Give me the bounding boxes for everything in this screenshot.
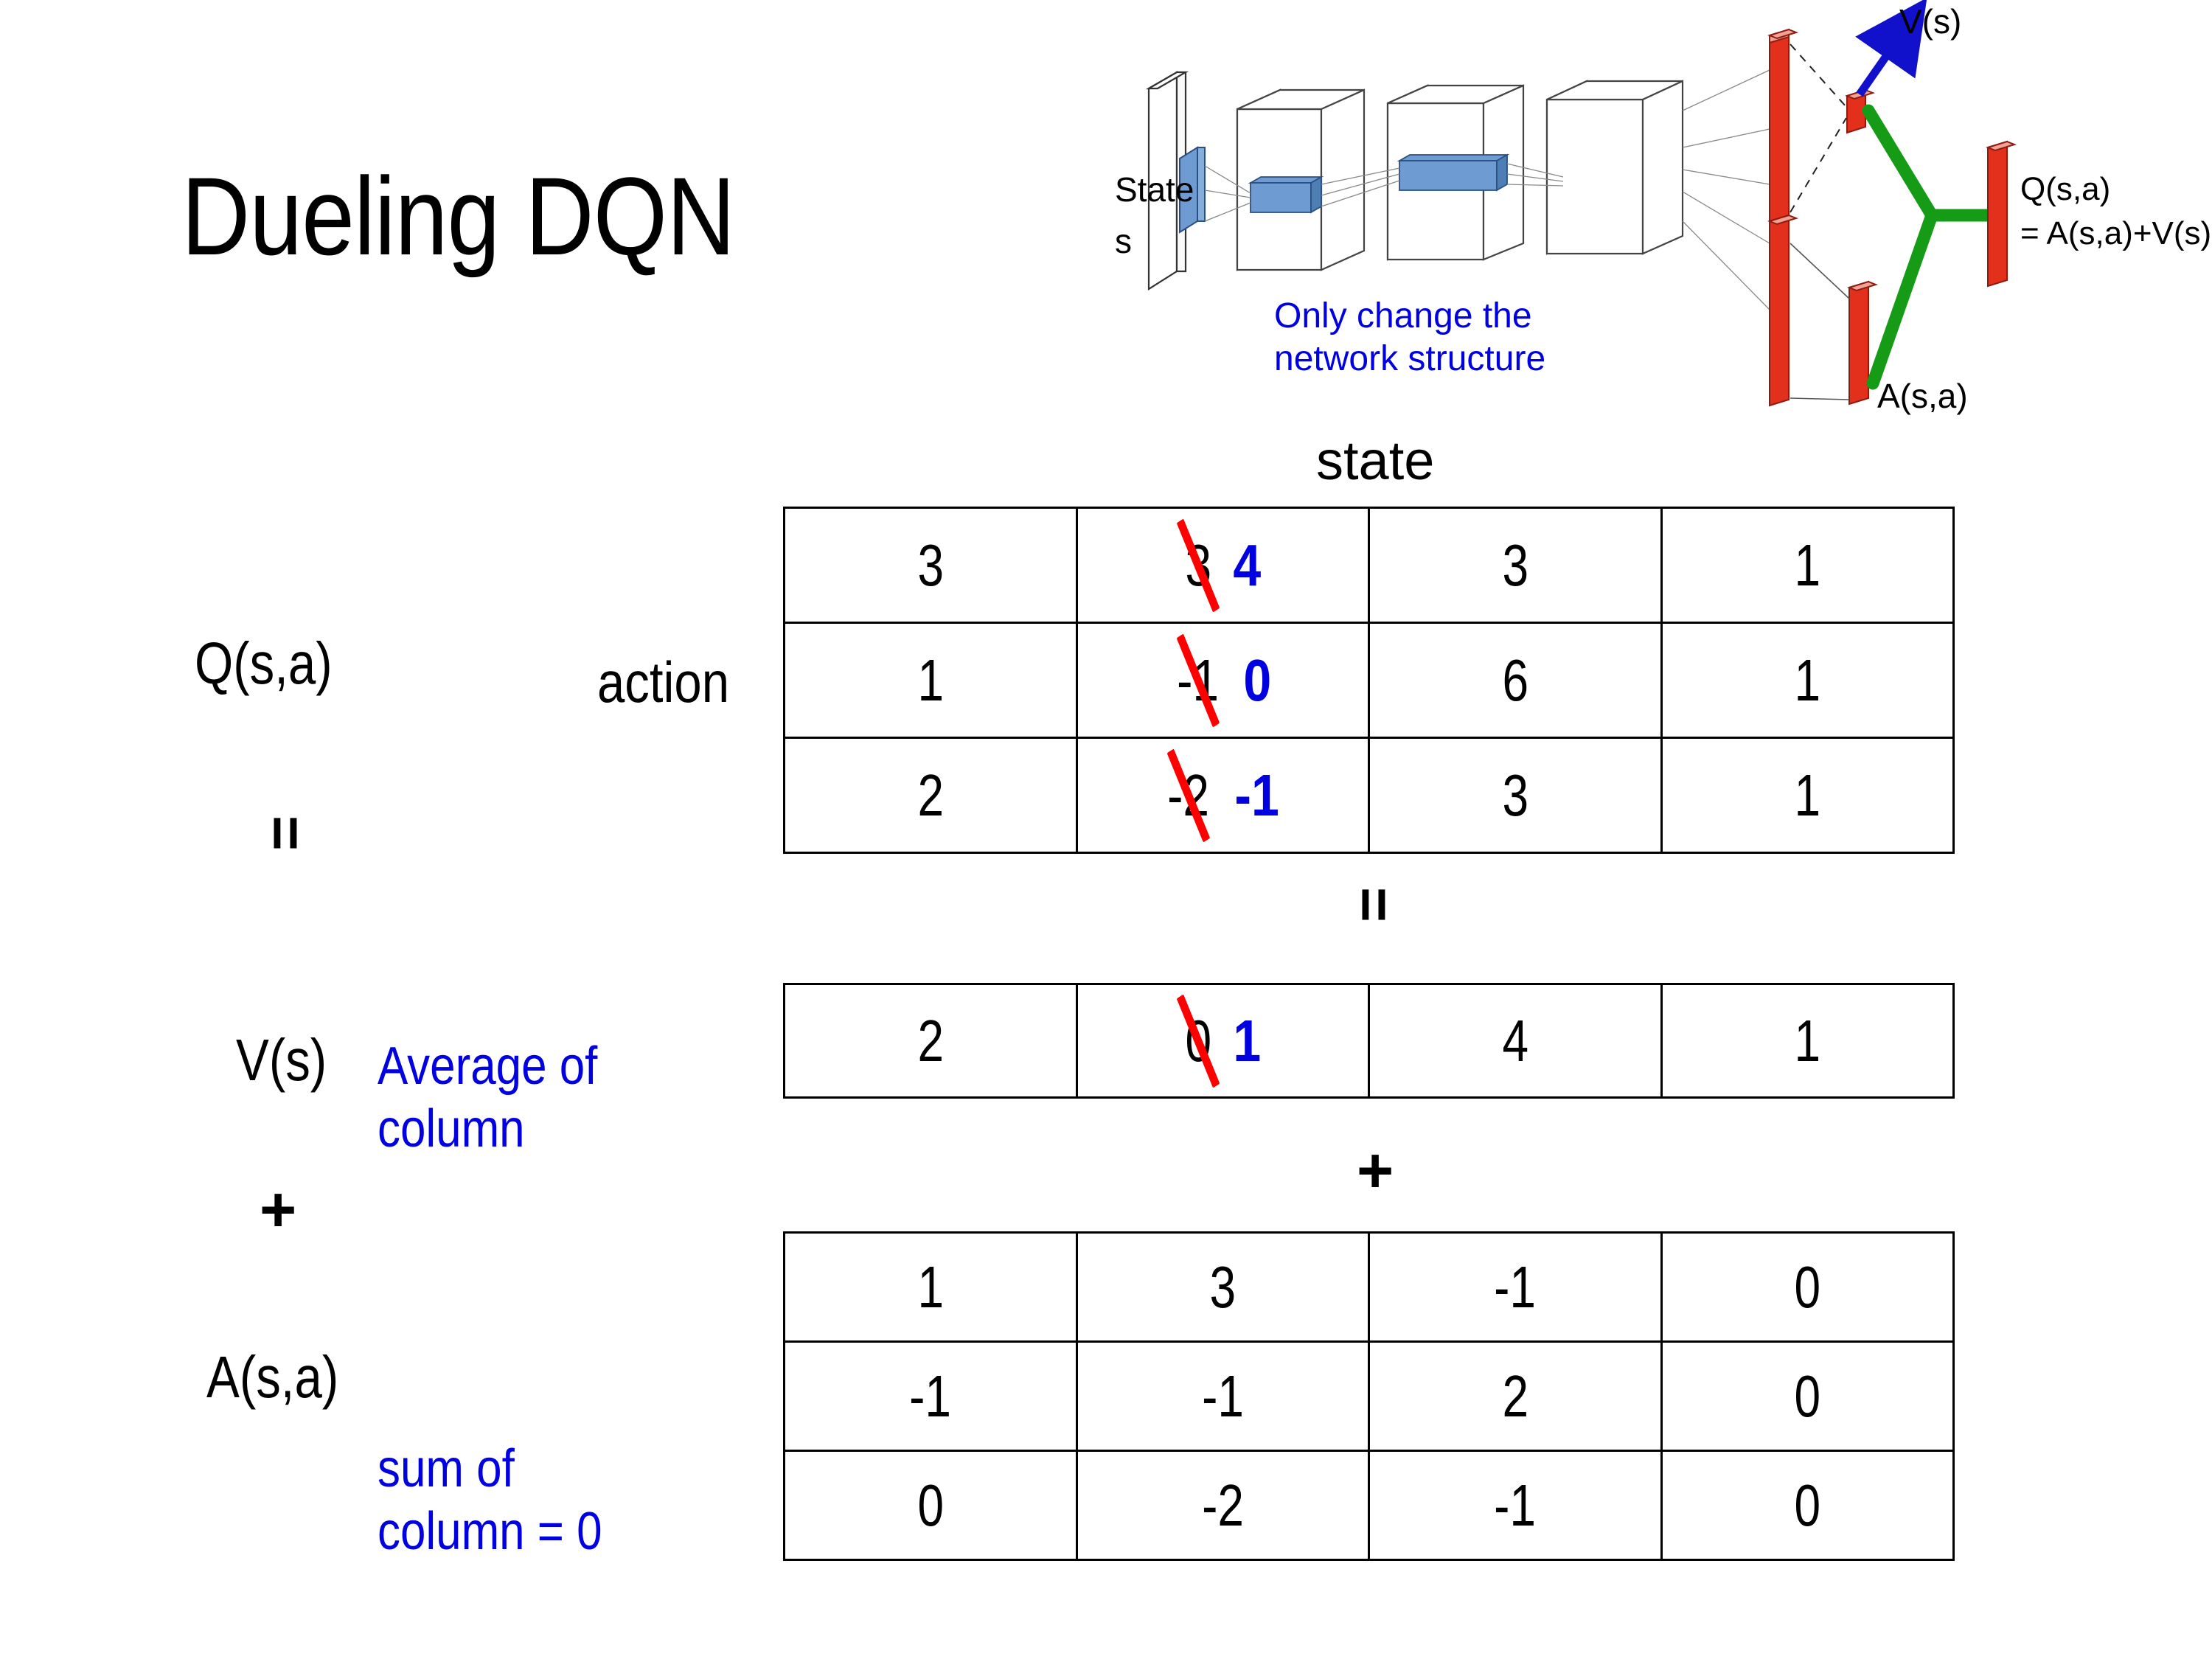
table-row: 0 -2 -1 0 xyxy=(783,1450,1955,1561)
table-cell-corrected: -2 -1 xyxy=(1075,737,1370,854)
cell-value: 0 xyxy=(1794,1472,1821,1538)
cell-value: -1 xyxy=(909,1363,952,1429)
label-a-function: A(s,a) xyxy=(206,1344,339,1410)
table-cell-corrected: 34 xyxy=(1075,507,1370,624)
table-cell: -1 xyxy=(1368,1450,1663,1561)
table-cell: 1 xyxy=(783,1231,1078,1343)
cell-value: 3 xyxy=(1209,1253,1237,1320)
cell-value: -1 xyxy=(1494,1472,1537,1538)
table-cell: 0 xyxy=(1660,1340,1955,1452)
cell-value: -2 xyxy=(1201,1472,1244,1538)
table-cell: 0 xyxy=(1660,1450,1955,1561)
cell-value: 2 xyxy=(917,762,944,828)
struck-value: -1 xyxy=(1176,633,1220,728)
cell-value: 1 xyxy=(1794,762,1821,828)
advantage-table: 1 3 -1 0 -1 -1 2 0 0 -2 -1 0 xyxy=(783,1231,1955,1561)
table-cell: 1 xyxy=(1660,983,1955,1099)
strikethrough-mark xyxy=(1176,518,1220,613)
label-q-function: Q(s,a) xyxy=(195,630,333,696)
table-row: 1 3 -1 0 xyxy=(783,1231,1955,1343)
table-cell: 0 xyxy=(783,1450,1078,1561)
diagram-value-head-label: V(s) xyxy=(1899,2,1962,41)
cell-value: 0 xyxy=(1794,1363,1821,1429)
cell-value: 3 xyxy=(1501,762,1528,828)
table-cell: 0 xyxy=(1660,1231,1955,1343)
dueling-network-diagram: State s Only change the network structur… xyxy=(1106,0,2212,415)
cell-value: 1 xyxy=(1794,1007,1821,1074)
diagram-advantage-head-label: A(s,a) xyxy=(1877,377,1968,415)
note-sum-of-column: sum of column = 0 xyxy=(378,1439,602,1561)
cell-value: 3 xyxy=(917,532,944,598)
struck-value: 3 xyxy=(1176,518,1220,613)
strikethrough-mark xyxy=(1166,748,1211,843)
cell-value: 1 xyxy=(917,647,944,713)
table-cell: 3 xyxy=(1368,737,1663,854)
strikethrough-mark xyxy=(1176,993,1220,1088)
corrected-value: 0 xyxy=(1242,647,1271,713)
strikethrough-mark xyxy=(1176,633,1220,728)
table-cell: 1 xyxy=(1660,507,1955,624)
equals-operator-left: = xyxy=(252,815,319,851)
diagram-output-label-q: Q(s,a) xyxy=(2020,171,2111,207)
table-row: 1 -1 0 6 1 xyxy=(783,622,1955,739)
cell-value: 0 xyxy=(1794,1253,1821,1320)
table-row: 20141 xyxy=(783,983,1955,1099)
table-row: 33431 xyxy=(783,507,1955,624)
table-cell: -1 xyxy=(1075,1340,1370,1452)
equals-operator-middle: = xyxy=(1340,887,1408,922)
cell-value: -1 xyxy=(1201,1363,1244,1429)
diagram-output-label-sum: = A(s,a)+V(s) xyxy=(2020,215,2212,251)
cell-value: 3 xyxy=(1501,532,1528,598)
axis-label-state: state xyxy=(1316,430,1435,491)
table-cell: 1 xyxy=(783,622,1078,739)
table-row: -1 -1 2 0 xyxy=(783,1340,1955,1452)
cell-value: 4 xyxy=(1501,1007,1528,1074)
table-cell: 1 xyxy=(1660,737,1955,854)
table-cell: 2 xyxy=(1368,1340,1663,1452)
table-cell: 3 xyxy=(1075,1231,1370,1343)
cell-value: 2 xyxy=(917,1007,944,1074)
diagram-input-label-s: s xyxy=(1115,222,1132,260)
table-cell: 3 xyxy=(1368,507,1663,624)
table-cell: -1 xyxy=(1368,1231,1663,1343)
cell-value: 6 xyxy=(1501,647,1528,713)
plus-operator-left: + xyxy=(260,1175,297,1245)
table-cell: 1 xyxy=(1660,622,1955,739)
axis-label-action: action xyxy=(597,650,730,714)
cell-value: 1 xyxy=(1794,647,1821,713)
table-cell: 2 xyxy=(783,737,1078,854)
label-v-function: V(s) xyxy=(236,1027,327,1093)
table-cell: 2 xyxy=(783,983,1078,1099)
corrected-value: 1 xyxy=(1233,1007,1262,1074)
table-cell-corrected: 01 xyxy=(1075,983,1370,1099)
corrected-value: 4 xyxy=(1233,532,1262,598)
struck-value: -2 xyxy=(1166,748,1211,843)
diagram-input-label-state: State xyxy=(1115,170,1194,209)
table-cell: 4 xyxy=(1368,983,1663,1099)
cell-value: 2 xyxy=(1501,1363,1528,1429)
table-cell: -2 xyxy=(1075,1450,1370,1561)
table-cell: -1 xyxy=(783,1340,1078,1452)
table-cell-corrected: -1 0 xyxy=(1075,622,1370,739)
table-cell: 3 xyxy=(783,507,1078,624)
table-row: 2 -2 -1 3 1 xyxy=(783,737,1955,854)
note-average-of-column: Average of column xyxy=(378,1037,598,1158)
table-cell: 6 xyxy=(1368,622,1663,739)
struck-value: 0 xyxy=(1176,993,1220,1088)
v-value-table: 20141 xyxy=(783,983,1955,1099)
cell-value: 1 xyxy=(917,1253,944,1320)
corrected-value: -1 xyxy=(1234,762,1280,828)
page-title: Dueling DQN xyxy=(181,154,735,278)
diagram-caption: Only change the network structure xyxy=(1274,296,1546,378)
cell-value: -1 xyxy=(1494,1253,1537,1320)
plus-operator-middle: + xyxy=(1357,1135,1394,1206)
cell-value: 0 xyxy=(917,1472,944,1538)
cell-value: 1 xyxy=(1794,532,1821,598)
